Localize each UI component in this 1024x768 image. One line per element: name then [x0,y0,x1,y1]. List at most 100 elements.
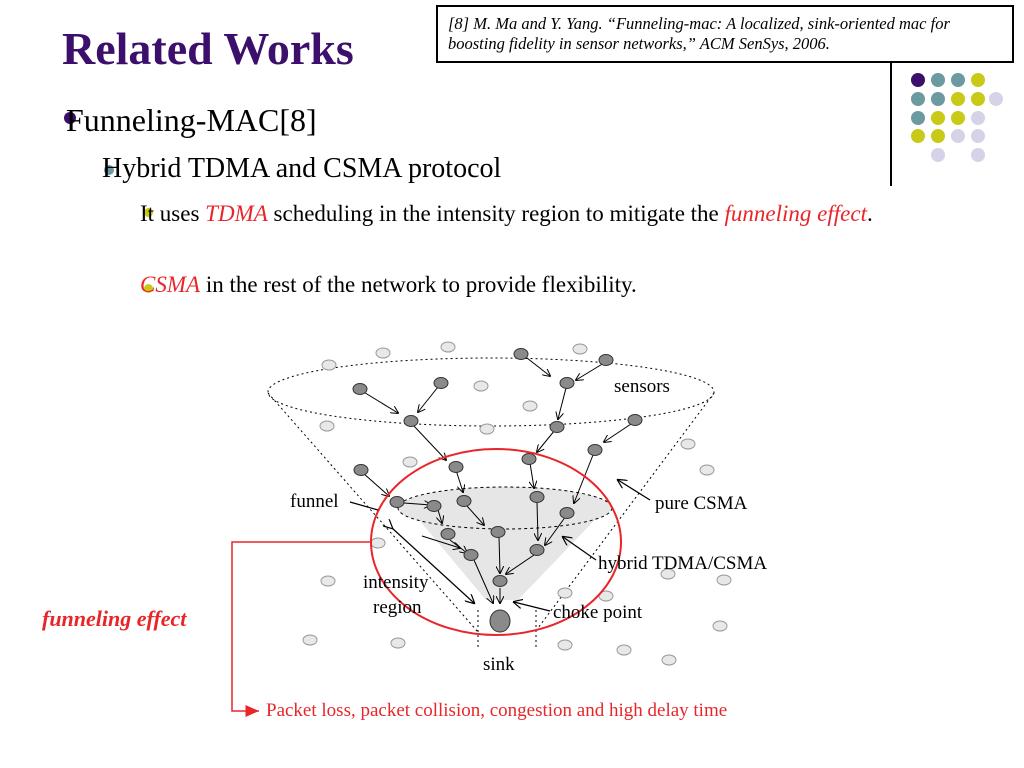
background-node [370,537,386,549]
forwarding-arrow [499,536,500,573]
decor-dot [911,129,925,143]
sensor-node [521,453,537,465]
sensor-node [353,464,369,476]
decor-dot [911,92,925,106]
background-node [479,423,495,435]
bullet-marker-l2 [104,165,114,175]
background-node [522,400,538,412]
label-hybrid-tdma-csma: hybrid TDMA/CSMA [598,553,767,574]
text-run: scheduling in the intensity region to mi… [267,201,725,226]
forwarding-arrow [545,515,567,545]
sensor-node [549,421,565,433]
forwarding-arrow [466,505,484,525]
forwarding-arrow [558,387,567,419]
forwarding-arrow [537,501,538,540]
decor-dot [931,129,945,143]
forwarding-arrow [604,423,632,442]
decor-dot [931,111,945,125]
background-node [661,654,677,666]
bullet-hybrid-protocol: Hybrid TDMA and CSMA protocol [102,153,502,184]
pointer-choke [514,602,551,612]
decor-dot [951,129,965,143]
bullet-marker-l3 [144,208,153,217]
decor-dot [911,73,925,87]
background-nodes [302,341,732,666]
slide-title: Related Works [62,23,354,74]
background-node [321,359,337,371]
reference-box: [8] M. Ma and Y. Yang. “Funneling-mac: A… [436,5,1014,63]
text-run: . [866,201,873,226]
sensor-node [426,500,442,512]
label-region: region [373,597,422,618]
label-intensity: intensity [363,572,429,593]
background-node [660,568,676,580]
background-node [473,380,489,392]
sink-node [489,609,511,633]
pointer-intensity [392,528,474,603]
label-pure-csma: pure CSMA [655,493,748,514]
emphasis-csma: CSMA [140,272,201,297]
forwarding-arrow [403,503,431,505]
decor-divider [890,62,892,186]
background-node [440,341,456,353]
background-node [680,438,696,450]
label-sink: sink [483,654,515,675]
bullet-marker-l1 [64,112,76,124]
sensor-node [352,383,368,395]
forwarding-arrow [526,357,550,376]
decor-dot [911,111,925,125]
label-sensors: sensors [614,376,670,397]
sensor-node [490,526,506,538]
forwarding-arrow [506,554,535,574]
forwarding-arrow [412,424,446,460]
decor-dot [971,92,985,106]
emphasis-funneling-effect: funneling effect [724,201,867,226]
background-node [302,634,318,646]
label-funnel: funnel [290,491,339,512]
background-node [699,464,715,476]
sensor-node [529,491,545,503]
sensor-node [627,414,643,426]
decor-dot [971,148,985,162]
bullet-funneling-mac: Funneling-MAC[8] [66,102,317,138]
consequence-text: Packet loss, packet collision, congestio… [266,700,728,721]
sensor-node [448,461,464,473]
background-node [320,575,336,587]
background-node [712,620,728,632]
sensor-node [559,507,575,519]
background-node [716,574,732,586]
forwarding-arrow [455,469,463,492]
forwarding-arrow [576,362,605,380]
sensor-node [529,544,545,556]
funneling-effect-label: funneling effect [42,606,187,631]
pointer-funnel [349,501,379,511]
text-run: in the rest of the network to provide fl… [200,272,637,297]
forwarding-arrow [537,429,556,452]
bullet-marker-l3 [144,284,153,293]
decor-dot [989,92,1003,106]
sensor-node [433,377,449,389]
background-node [402,456,418,468]
sensor-node [440,528,456,540]
label-choke-point: choke point [553,602,643,623]
background-node [616,644,632,656]
decor-dot [971,129,985,143]
background-node [390,637,406,649]
sensor-node [598,354,614,366]
forwarding-arrow [574,454,594,503]
decor-dot [951,92,965,106]
decor-dot [931,73,945,87]
background-node [375,347,391,359]
decor-dot [931,92,945,106]
bullet-tdma-scheduling: It uses TDMA scheduling in the intensity… [140,197,900,230]
sensor-node [456,495,472,507]
forwarding-arrow [530,462,534,488]
decor-dot [971,111,985,125]
emphasis-tdma: TDMA [205,201,268,226]
sensor-node [587,444,603,456]
forwarding-arrow [418,386,439,412]
background-node [557,587,573,599]
sensor-node [463,549,479,561]
decor-dot [971,73,985,87]
